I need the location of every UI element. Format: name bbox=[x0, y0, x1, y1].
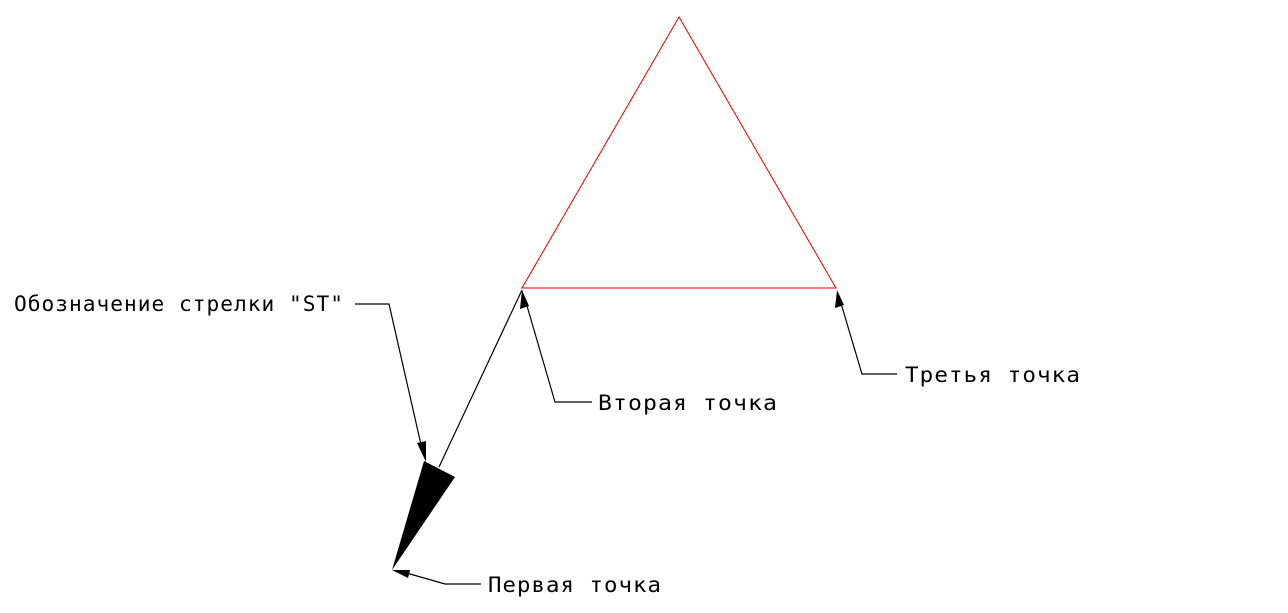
leader-second-point-head bbox=[520, 290, 529, 309]
leader-second-point bbox=[524, 298, 592, 403]
leader-arrow-designation bbox=[355, 303, 423, 450]
main-leader-line bbox=[438, 289, 523, 468]
leader-arrow-designation-head bbox=[417, 441, 426, 462]
leader-first-point-head bbox=[392, 570, 410, 578]
red-triangle bbox=[521, 16, 837, 289]
leader-third-point-head bbox=[835, 290, 844, 308]
label-arrow-designation: Обозначение стрелки "ST" bbox=[14, 292, 344, 316]
leader-third-point bbox=[839, 299, 897, 375]
leader-first-point bbox=[402, 571, 481, 585]
label-first-point: Первая точка bbox=[488, 573, 662, 597]
st-arrowhead bbox=[392, 461, 455, 570]
label-second-point: Вторая точка bbox=[598, 391, 778, 415]
label-third-point: Третья точка bbox=[905, 363, 1081, 387]
